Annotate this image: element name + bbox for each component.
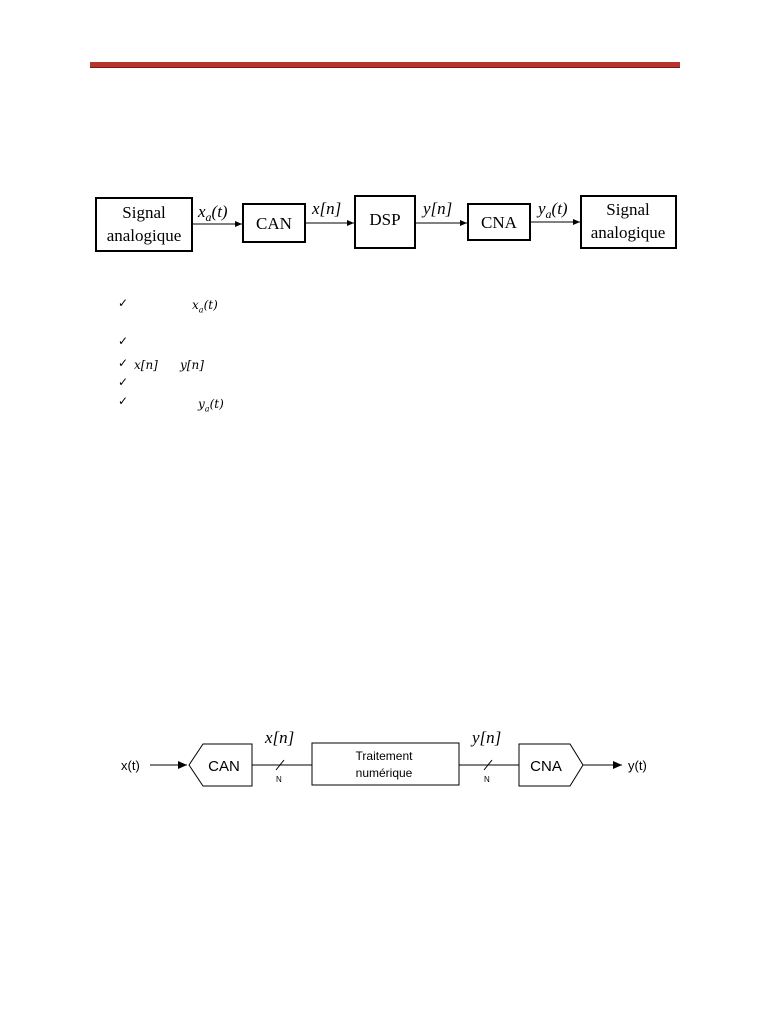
bullet-item-4: ✓ — [118, 375, 128, 389]
signal-ya-label: ya(t) — [536, 199, 568, 221]
input-signal-label-1: Signal — [122, 203, 166, 222]
input-signal-label-2: analogique — [107, 226, 182, 245]
bullet-1-math: xa(t) — [192, 298, 218, 315]
output-signal-label-2: analogique — [591, 223, 666, 242]
bullet-item-2: ✓ — [118, 334, 128, 348]
block-diagram-1: Signal analogique xa(t) CAN x[n] DSP y[n… — [95, 195, 677, 252]
bullet-5-math: ya(t) — [198, 397, 224, 414]
bus-2-width-label: N — [484, 775, 490, 784]
check-icon: ✓ — [118, 334, 129, 348]
cna-block-label: CNA — [530, 758, 562, 775]
can-label: CAN — [256, 214, 292, 233]
bus-1-slash — [275, 759, 285, 771]
check-icon: ✓ — [118, 375, 129, 389]
input-xt-label: x(t) — [121, 758, 140, 773]
output-signal-box — [580, 195, 677, 249]
signal-xa-label: xa(t) — [197, 202, 228, 224]
header-rule — [90, 62, 680, 68]
check-icon: ✓ — [118, 296, 129, 310]
can-block — [188, 743, 253, 787]
cna-label: CNA — [481, 213, 518, 232]
signal-xn-label: x[n] — [311, 199, 341, 218]
dsp-label: DSP — [369, 210, 400, 229]
signal-xn-label-2: x[n] — [264, 728, 294, 747]
bus-2-slash — [483, 759, 493, 771]
bullet-item-3: ✓ x[n] y[n] — [118, 356, 204, 372]
check-icon: ✓ — [118, 356, 129, 370]
processing-label-1: Traitement — [356, 749, 414, 763]
signal-yn-label: y[n] — [421, 199, 452, 218]
bullet-item-1: ✓ xa(t) — [118, 296, 218, 314]
output-yt-label: y(t) — [628, 758, 647, 773]
can-box — [242, 203, 306, 243]
bullet-3-math-1: x[n] — [134, 358, 158, 372]
input-signal-box — [95, 197, 193, 252]
bullet-item-5: ✓ ya(t) — [118, 394, 224, 413]
dsp-box — [354, 195, 416, 249]
cna-block — [518, 743, 584, 787]
can-block-label: CAN — [208, 758, 240, 775]
processing-label-2: numérique — [356, 766, 413, 780]
signal-yn-label-2: y[n] — [470, 728, 501, 747]
bus-1-width-label: N — [276, 775, 282, 784]
bullet-3-math-2: y[n] — [180, 358, 204, 372]
check-icon: ✓ — [118, 394, 129, 408]
processing-block — [311, 742, 460, 786]
output-signal-label-1: Signal — [606, 200, 650, 219]
